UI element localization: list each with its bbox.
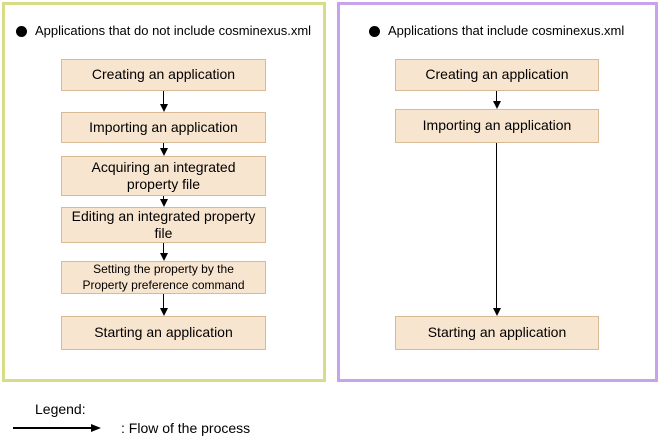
flow-step-importing-application: Importing an application xyxy=(395,109,599,143)
flow-step-creating-application: Creating an application xyxy=(61,59,266,91)
flow-step-creating-application: Creating an application xyxy=(395,59,599,91)
flow-arrow-icon xyxy=(492,91,501,109)
flow-arrow-icon xyxy=(159,143,168,156)
legend-arrow-icon xyxy=(13,423,101,432)
flow-step-editing-property-file: Editing an integrated property file xyxy=(61,207,266,243)
flow-step-importing-application: Importing an application xyxy=(61,112,266,143)
right-panel-title: Applications that include cosminexus.xml xyxy=(388,23,625,38)
right-panel-header: Applications that include cosminexus.xml xyxy=(369,24,624,38)
flow-arrow-icon xyxy=(159,91,168,112)
bullet-icon xyxy=(16,25,27,37)
flow-step-acquiring-property-file: Acquiring an integrated property file xyxy=(61,156,266,196)
bullet-icon xyxy=(369,25,380,37)
flow-step-setting-property-command: Setting the property by the Property pre… xyxy=(61,261,266,294)
flow-arrow-icon xyxy=(492,143,501,316)
flow-arrow-icon xyxy=(159,196,168,207)
flow-arrow-icon xyxy=(159,243,168,261)
legend-title: Legend: xyxy=(35,401,86,417)
legend-arrow-description: : Flow of the process xyxy=(121,420,251,436)
left-panel-header: Applications that do not include cosmine… xyxy=(16,24,311,38)
flow-step-starting-application: Starting an application xyxy=(395,316,599,350)
flow-arrow-icon xyxy=(159,294,168,316)
left-panel-title: Applications that do not include cosmine… xyxy=(35,23,312,38)
flow-step-starting-application: Starting an application xyxy=(61,316,266,350)
